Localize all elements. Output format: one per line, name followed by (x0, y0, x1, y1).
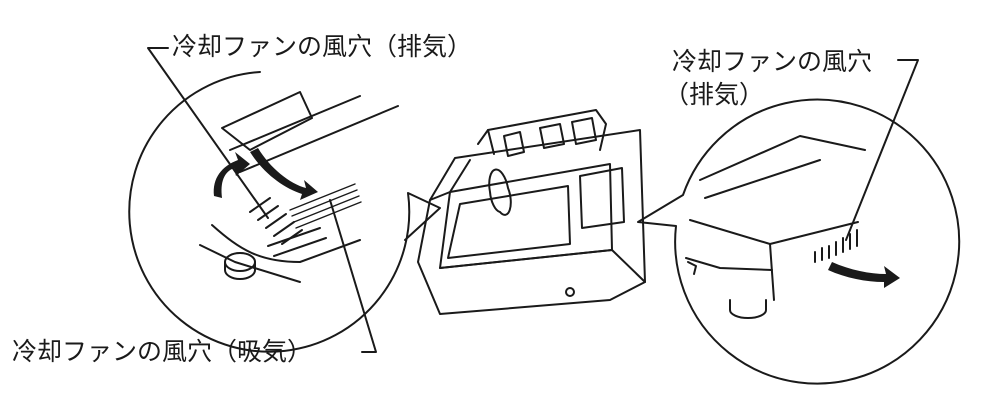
exhaust-vent-label-right: 冷却ファンの風穴 (672, 47, 873, 76)
exhaust-vent-label-right-suffix: （排気） (664, 80, 765, 109)
exhaust-vent-slots-right (815, 230, 857, 262)
airflow-arrow-icon (213, 148, 318, 200)
pointer-exhaust-right (846, 60, 918, 240)
pointer-exhaust-left (148, 48, 268, 218)
intake-vent-label: 冷却ファンの風穴（吸気） (12, 337, 313, 366)
exhaust-vent-label-left: 冷却ファンの風穴（排気） (172, 32, 473, 61)
pointer-intake (330, 200, 376, 352)
right-detail-callout (638, 100, 959, 384)
airflow-arrow-icon (828, 262, 900, 288)
charger-body (418, 110, 645, 314)
left-detail-callout (129, 72, 440, 352)
intake-vent-grille (290, 184, 361, 228)
